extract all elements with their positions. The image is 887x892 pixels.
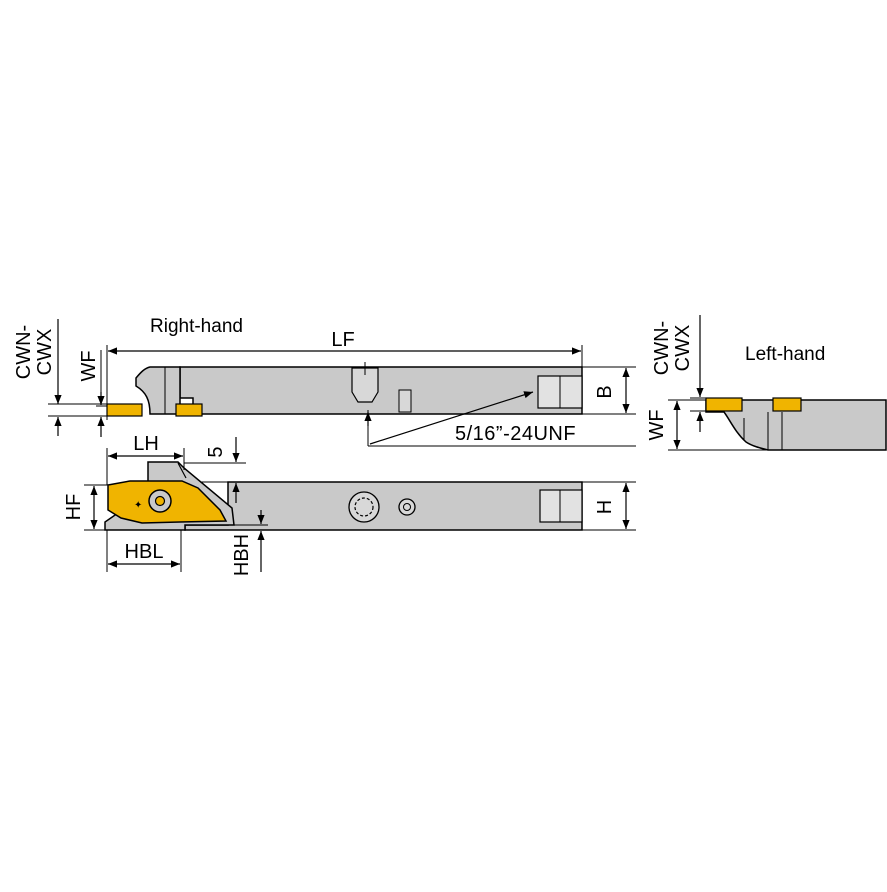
coolant-port-top bbox=[351, 367, 379, 403]
left-hand-view bbox=[705, 397, 887, 451]
left-insert-1 bbox=[705, 397, 743, 412]
hf-label: HF bbox=[63, 494, 85, 521]
right-hand-title: Right-hand bbox=[150, 316, 243, 337]
insert-marker: ✦ bbox=[134, 500, 142, 511]
left-insert-2 bbox=[772, 397, 802, 412]
side-view: ✦ bbox=[104, 461, 583, 531]
left-hand-title: Left-hand bbox=[745, 344, 825, 365]
wf-left-label: WF bbox=[646, 409, 668, 440]
cw-label-line1: CWN- bbox=[13, 325, 35, 379]
shank-side-body bbox=[184, 481, 583, 531]
insert-screw-center bbox=[154, 495, 166, 507]
screw-side-center bbox=[403, 503, 411, 511]
hbl-label: HBL bbox=[125, 541, 164, 563]
lh-label: LH bbox=[133, 433, 159, 455]
b-label: B bbox=[594, 385, 616, 398]
thread-leader-arrow bbox=[369, 391, 534, 445]
cw-left-label-line1: CWN- bbox=[651, 321, 673, 375]
rear-clamp-side bbox=[539, 489, 583, 523]
top-view bbox=[106, 362, 583, 417]
head-top-edge bbox=[177, 462, 187, 479]
lf-label: LF bbox=[331, 329, 354, 351]
thread-label: 5/16”-24UNF bbox=[455, 423, 576, 445]
hbh-label: HBH bbox=[231, 534, 253, 576]
coolant-port-side bbox=[348, 491, 380, 523]
cw-label-line2: CWX bbox=[34, 329, 56, 376]
cw-left-label-line2: CWX bbox=[672, 325, 694, 372]
screw-top bbox=[398, 389, 412, 413]
head-top bbox=[135, 366, 181, 415]
shank-top-body bbox=[179, 366, 583, 415]
five-label: 5 bbox=[205, 446, 227, 457]
wf-label: WF bbox=[78, 350, 100, 381]
screw-side bbox=[398, 498, 416, 516]
h-label: H bbox=[594, 500, 616, 514]
insert-top-left bbox=[106, 403, 143, 417]
insert-top-right bbox=[175, 403, 203, 417]
coolant-port-inner bbox=[354, 497, 374, 517]
